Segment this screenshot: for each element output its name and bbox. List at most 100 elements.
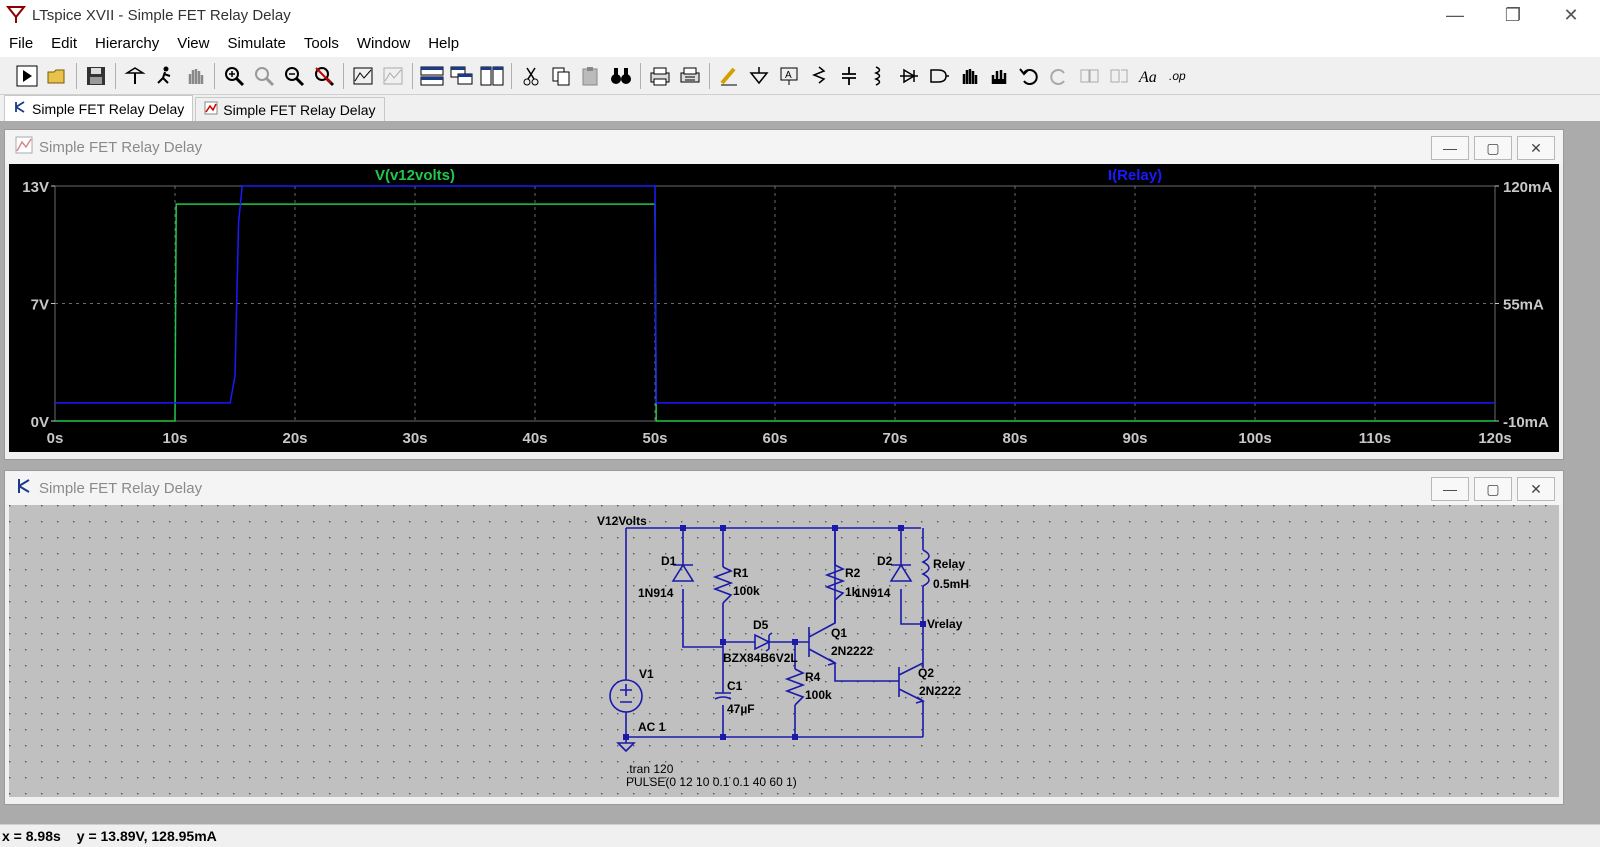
c1-value: 47µF xyxy=(727,702,755,716)
svg-text:A: A xyxy=(785,70,792,81)
restore-button[interactable]: ❐ xyxy=(1504,4,1522,25)
menu-bar: File Edit Hierarchy View Simulate Tools … xyxy=(0,30,1600,57)
schematic-window[interactable]: Simple FET Relay Delay — ▢ ✕ xyxy=(4,470,1564,805)
control-panel-icon[interactable] xyxy=(120,61,150,91)
d2-label: D2 xyxy=(877,554,893,568)
move-icon[interactable] xyxy=(954,61,984,91)
diode-icon[interactable] xyxy=(894,61,924,91)
tile-horizontal-icon[interactable] xyxy=(417,61,447,91)
close-button[interactable]: ✕ xyxy=(1517,477,1555,501)
menu-view[interactable]: View xyxy=(177,35,210,52)
d5-label: D5 xyxy=(753,618,769,632)
open-icon[interactable] xyxy=(42,61,72,91)
run-icon[interactable] xyxy=(12,61,42,91)
find-icon[interactable] xyxy=(606,61,636,91)
pulse-directive: PULSE(0 12 10 0.1 0.1 40 60 1) xyxy=(626,775,797,789)
minimize-button[interactable]: — xyxy=(1431,477,1469,501)
net-label-vrelay: Vrelay xyxy=(927,617,963,631)
copy-icon[interactable] xyxy=(546,61,576,91)
maximize-button[interactable]: ▢ xyxy=(1474,136,1512,160)
inductor-icon[interactable] xyxy=(864,61,894,91)
toolbar-divider xyxy=(511,62,512,89)
resistor-icon[interactable] xyxy=(804,61,834,91)
svg-text:.op: .op xyxy=(1169,69,1186,83)
x-tick-label: 50s xyxy=(642,430,667,447)
minimize-button[interactable]: — xyxy=(1446,4,1464,25)
c1-label: C1 xyxy=(727,679,743,693)
y-left-tick-label: 13V xyxy=(22,179,49,196)
cascade-icon[interactable] xyxy=(447,61,477,91)
menu-file[interactable]: File xyxy=(9,35,34,52)
menu-simulate[interactable]: Simulate xyxy=(227,35,286,52)
zoom-in-icon[interactable] xyxy=(219,61,249,91)
toolbar-divider xyxy=(709,62,710,89)
menu-edit[interactable]: Edit xyxy=(51,35,78,52)
zoom-full-icon[interactable] xyxy=(249,61,279,91)
toolbar-divider xyxy=(115,62,116,89)
schematic-canvas[interactable]: V12Volts D1 1N914 R1 100k D5 BZX84B6V2L … xyxy=(9,505,1559,797)
cut-icon[interactable] xyxy=(516,61,546,91)
rotate-icon[interactable] xyxy=(1074,61,1104,91)
legend-current: I(Relay) xyxy=(1108,167,1162,184)
minimize-button[interactable]: — xyxy=(1431,136,1469,160)
paste-icon[interactable] xyxy=(576,61,606,91)
menu-window[interactable]: Window xyxy=(356,35,411,52)
close-button[interactable]: ✕ xyxy=(1517,136,1555,160)
d1-label: D1 xyxy=(661,554,677,568)
svg-text:Aa: Aa xyxy=(1138,69,1157,86)
x-tick-label: 0s xyxy=(47,430,64,447)
r4-value: 100k xyxy=(805,688,832,702)
autorange-icon[interactable] xyxy=(348,61,378,91)
schematic-labels: V12Volts D1 1N914 R1 100k D5 BZX84B6V2L … xyxy=(597,514,969,789)
menu-tools[interactable]: Tools xyxy=(303,35,339,52)
tab-waveform-label: Simple FET Relay Delay xyxy=(223,101,376,118)
zoom-out-icon[interactable] xyxy=(279,61,309,91)
toolbar: A Aa .op xyxy=(0,57,1600,95)
menu-help[interactable]: Help xyxy=(428,35,460,52)
relay-value: 0.5mH xyxy=(933,577,969,591)
q1-model: 2N2222 xyxy=(831,644,873,658)
v1-ac: AC 1 xyxy=(638,720,666,734)
x-tick-label: 40s xyxy=(522,430,547,447)
title-bar: LTspice XVII - Simple FET Relay Delay — … xyxy=(0,0,1600,30)
tab-schematic[interactable]: Simple FET Relay Delay xyxy=(4,95,194,121)
v1-label: V1 xyxy=(639,667,654,681)
wire-icon[interactable] xyxy=(714,61,744,91)
redo-icon[interactable] xyxy=(1044,61,1074,91)
ground-icon[interactable] xyxy=(744,61,774,91)
maximize-button[interactable]: ▢ xyxy=(1474,477,1512,501)
plot-settings-icon[interactable] xyxy=(378,61,408,91)
pan-icon[interactable] xyxy=(180,61,210,91)
halt-icon[interactable] xyxy=(150,61,180,91)
y-left-tick-label: 7V xyxy=(31,297,49,314)
drag-icon[interactable] xyxy=(984,61,1014,91)
zoom-cancel-icon[interactable] xyxy=(309,61,339,91)
undo-icon[interactable] xyxy=(1014,61,1044,91)
print-setup-icon[interactable] xyxy=(675,61,705,91)
save-icon[interactable] xyxy=(81,61,111,91)
close-button[interactable]: ✕ xyxy=(1563,4,1579,25)
schematic-window-titlebar[interactable]: Simple FET Relay Delay — ▢ ✕ xyxy=(5,471,1563,505)
spice-directive-icon[interactable]: .op xyxy=(1164,61,1194,91)
mirror-icon[interactable] xyxy=(1104,61,1134,91)
x-tick-label: 70s xyxy=(882,430,907,447)
x-tick-label: 120s xyxy=(1478,430,1511,447)
cursor-x-readout: x = 8.98s xyxy=(2,828,61,844)
y-right-tick-label: 120mA xyxy=(1503,179,1552,196)
y-right-tick-label: 55mA xyxy=(1503,297,1544,314)
x-tick-label: 100s xyxy=(1238,430,1271,447)
menu-hierarchy[interactable]: Hierarchy xyxy=(95,35,160,52)
capacitor-icon[interactable] xyxy=(834,61,864,91)
tab-waveform[interactable]: Simple FET Relay Delay xyxy=(195,97,385,121)
label-icon[interactable]: A xyxy=(774,61,804,91)
print-icon[interactable] xyxy=(645,61,675,91)
text-icon[interactable]: Aa xyxy=(1134,61,1164,91)
component-icon[interactable] xyxy=(924,61,954,91)
waveform-icon xyxy=(15,136,33,158)
tile-vertical-icon[interactable] xyxy=(477,61,507,91)
tab-schematic-label: Simple FET Relay Delay xyxy=(32,100,185,117)
waveform-window-titlebar[interactable]: Simple FET Relay Delay — ▢ ✕ xyxy=(5,130,1563,164)
